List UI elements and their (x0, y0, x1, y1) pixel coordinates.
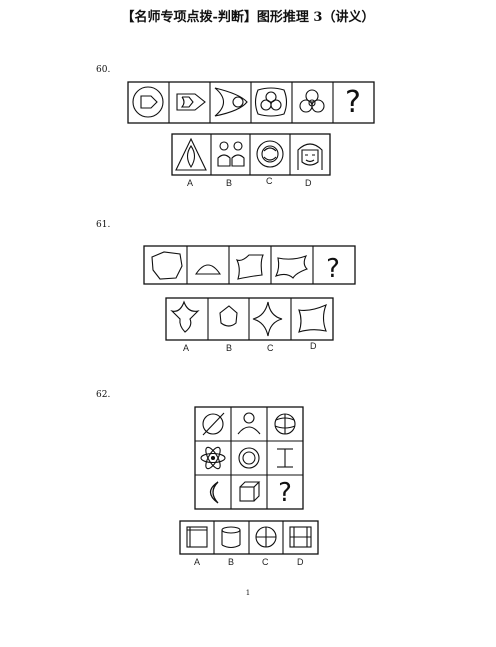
q62-unknown-mark: ? (278, 478, 292, 508)
q60-figure-4 (254, 87, 288, 117)
q62-option-d-figure[interactable] (289, 526, 312, 548)
q60-option-b-label[interactable]: B (226, 178, 233, 188)
q60-figure-5 (299, 89, 325, 113)
q60-figure-3 (214, 87, 248, 117)
q62-option-b-figure[interactable] (221, 526, 241, 549)
q62-cell-4 (200, 446, 226, 470)
q60-options (171, 133, 331, 176)
q60-sequence: ? (127, 81, 375, 124)
q62-options (179, 520, 319, 555)
q62-option-c-figure[interactable] (255, 526, 277, 548)
question-62-number: 62. (96, 390, 111, 400)
q62-option-d-label[interactable]: D (297, 557, 304, 567)
q62-cell-2 (237, 412, 261, 435)
question-60-number: 60. (96, 65, 111, 75)
q62-option-b-label[interactable]: B (228, 557, 235, 567)
q62-cell-8 (239, 481, 261, 502)
q61-option-b-figure[interactable] (219, 305, 238, 327)
q62-cell-6 (277, 448, 293, 468)
q60-option-d-figure[interactable] (297, 143, 323, 170)
q62-grid: ? (194, 406, 304, 510)
question-61-number: 61. (96, 220, 111, 230)
q61-option-c-label[interactable]: C (267, 343, 274, 353)
q62-cell-7 (209, 481, 219, 504)
q61-unknown-mark: ? (326, 254, 340, 284)
q61-option-d-label[interactable]: D (310, 341, 317, 351)
q61-option-a-label[interactable]: A (183, 343, 190, 353)
q62-option-c-label[interactable]: C (262, 557, 269, 567)
document-title: 【名师专项点拨-判断】图形推理 3（讲义） (121, 10, 375, 25)
q62-cell-1 (202, 412, 225, 436)
q60-option-c-figure[interactable] (256, 140, 284, 168)
q60-option-b-figure[interactable] (217, 141, 245, 167)
q60-option-c-label[interactable]: C (266, 176, 273, 186)
q61-option-a-figure[interactable] (170, 300, 200, 333)
q61-figure-3 (235, 254, 264, 280)
q62-option-a-figure[interactable] (186, 526, 208, 548)
q61-sequence: ? (143, 245, 356, 285)
q62-cell-5 (238, 447, 260, 469)
q60-figure-1 (132, 86, 164, 118)
q60-figure-2 (176, 93, 206, 111)
q61-option-c-figure[interactable] (252, 301, 283, 337)
q61-figure-1 (151, 251, 183, 280)
q61-option-d-figure[interactable] (298, 303, 327, 333)
q61-figure-2 (194, 264, 222, 275)
q60-option-a-figure[interactable] (175, 137, 207, 171)
page-number: 1 (245, 589, 251, 597)
q60-option-d-label[interactable]: D (305, 178, 312, 188)
q61-options (165, 297, 334, 341)
q61-option-b-label[interactable]: B (226, 343, 233, 353)
q60-unknown-mark: ? (345, 85, 361, 120)
q62-cell-3 (274, 413, 296, 435)
q60-option-a-label[interactable]: A (187, 178, 194, 188)
q61-figure-4 (274, 255, 308, 279)
q62-option-a-label[interactable]: A (194, 557, 201, 567)
